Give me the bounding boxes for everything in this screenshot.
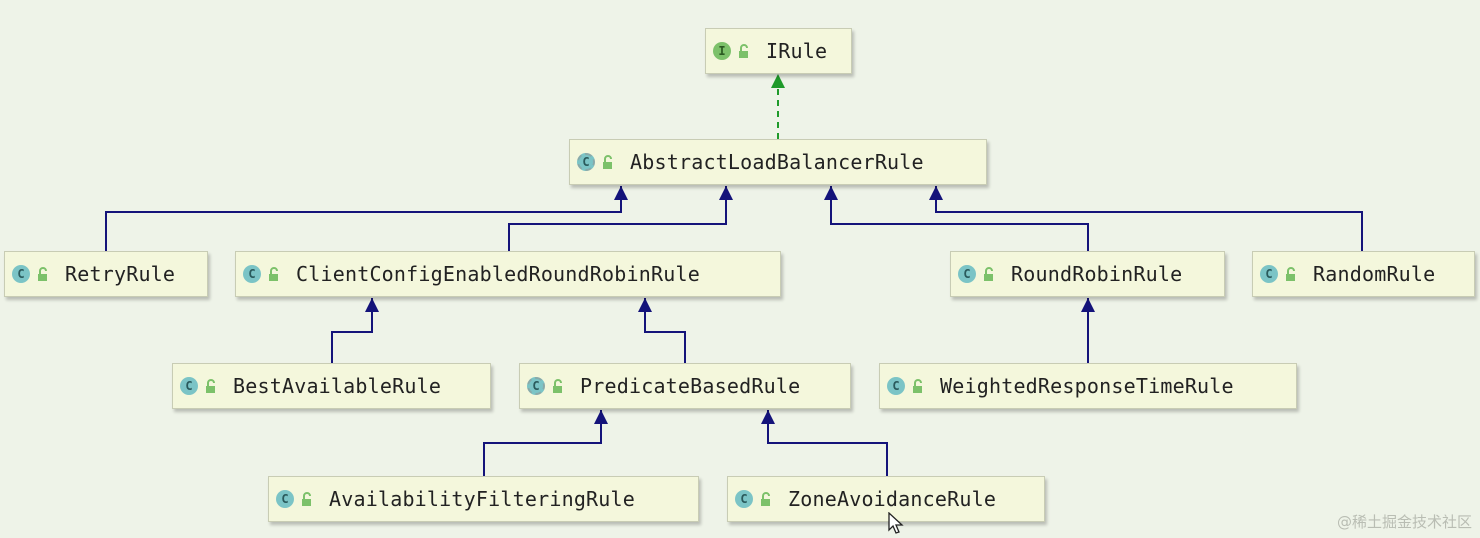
node-random-rule[interactable]: C RandomRule	[1252, 251, 1475, 297]
lock-icon	[302, 492, 311, 506]
class-icon: C	[12, 265, 30, 283]
class-icon: C	[180, 377, 198, 395]
class-icon: C	[243, 265, 261, 283]
edge-random-abstract	[935, 186, 1363, 251]
node-label: PredicateBasedRule	[580, 374, 801, 398]
node-label: RandomRule	[1313, 262, 1436, 286]
edge-rr-abstract-arrowhead	[824, 186, 838, 200]
edge-retry-abstract-arrowhead	[614, 186, 628, 200]
edge-retry-abstract	[105, 186, 622, 251]
node-label: AvailabilityFilteringRule	[329, 487, 636, 511]
class-icon: C	[887, 377, 905, 395]
mouse-cursor-icon	[888, 512, 904, 534]
node-availability-filtering-rule[interactable]: C AvailabilityFilteringRule	[268, 476, 699, 522]
lock-icon	[553, 379, 562, 393]
class-icon: C	[735, 490, 753, 508]
node-abstract-load-balancer-rule[interactable]: C AbstractLoadBalancerRule	[569, 139, 987, 185]
class-icon: C	[958, 265, 976, 283]
node-label: RetryRule	[65, 262, 176, 286]
edge-avail-pred-arrowhead	[594, 410, 608, 424]
edge-pred-ccerr-arrowhead	[638, 298, 652, 312]
node-best-available-rule[interactable]: C BestAvailableRule	[172, 363, 491, 409]
node-label: RoundRobinRule	[1011, 262, 1183, 286]
node-zone-avoidance-rule[interactable]: C ZoneAvoidanceRule	[727, 476, 1045, 522]
edge-best-ccerr-arrowhead	[365, 298, 379, 312]
node-label: BestAvailableRule	[233, 374, 442, 398]
watermark: @稀土掘金技术社区	[1336, 513, 1472, 531]
node-client-config-enabled-round-robin-rule[interactable]: C ClientConfigEnabledRoundRobinRule	[235, 251, 781, 297]
edge-zone-pred-arrowhead	[761, 410, 775, 424]
abstract-class-icon: C	[527, 377, 545, 395]
lock-icon	[1286, 267, 1295, 281]
edge-random-abstract-arrowhead	[929, 186, 943, 200]
node-label: IRule	[766, 39, 828, 63]
abstract-class-icon: C	[577, 153, 595, 171]
edge-ccerr-abstract	[508, 186, 727, 251]
node-label: WeightedResponseTimeRule	[940, 374, 1234, 398]
lock-icon	[269, 267, 278, 281]
node-weighted-response-time-rule[interactable]: C WeightedResponseTimeRule	[879, 363, 1297, 409]
lock-icon	[38, 267, 47, 281]
edge-rr-abstract	[830, 186, 1089, 251]
edge-zone-pred	[767, 410, 888, 476]
class-icon: C	[276, 490, 294, 508]
edge-pred-ccerr	[644, 298, 686, 363]
lock-icon	[913, 379, 922, 393]
class-icon: C	[1260, 265, 1278, 283]
lock-icon	[206, 379, 215, 393]
node-predicate-based-rule[interactable]: C PredicateBasedRule	[519, 363, 851, 409]
edge-wrt-rr-arrowhead	[1081, 298, 1095, 312]
edge-best-ccerr	[331, 298, 373, 363]
edge-ccerr-abstract-arrowhead	[719, 186, 733, 200]
lock-icon	[761, 492, 770, 506]
node-round-robin-rule[interactable]: C RoundRobinRule	[950, 251, 1225, 297]
lock-icon	[984, 267, 993, 281]
interface-icon: I	[713, 42, 731, 60]
node-retry-rule[interactable]: C RetryRule	[4, 251, 208, 297]
lock-icon	[603, 155, 612, 169]
edge-abstract-irule-arrowhead	[771, 74, 785, 88]
node-label: ZoneAvoidanceRule	[788, 487, 997, 511]
node-label: AbstractLoadBalancerRule	[630, 150, 924, 174]
node-irule[interactable]: I IRule	[705, 28, 852, 74]
edge-avail-pred	[483, 410, 602, 476]
lock-icon	[739, 44, 748, 58]
node-label: ClientConfigEnabledRoundRobinRule	[296, 262, 700, 286]
